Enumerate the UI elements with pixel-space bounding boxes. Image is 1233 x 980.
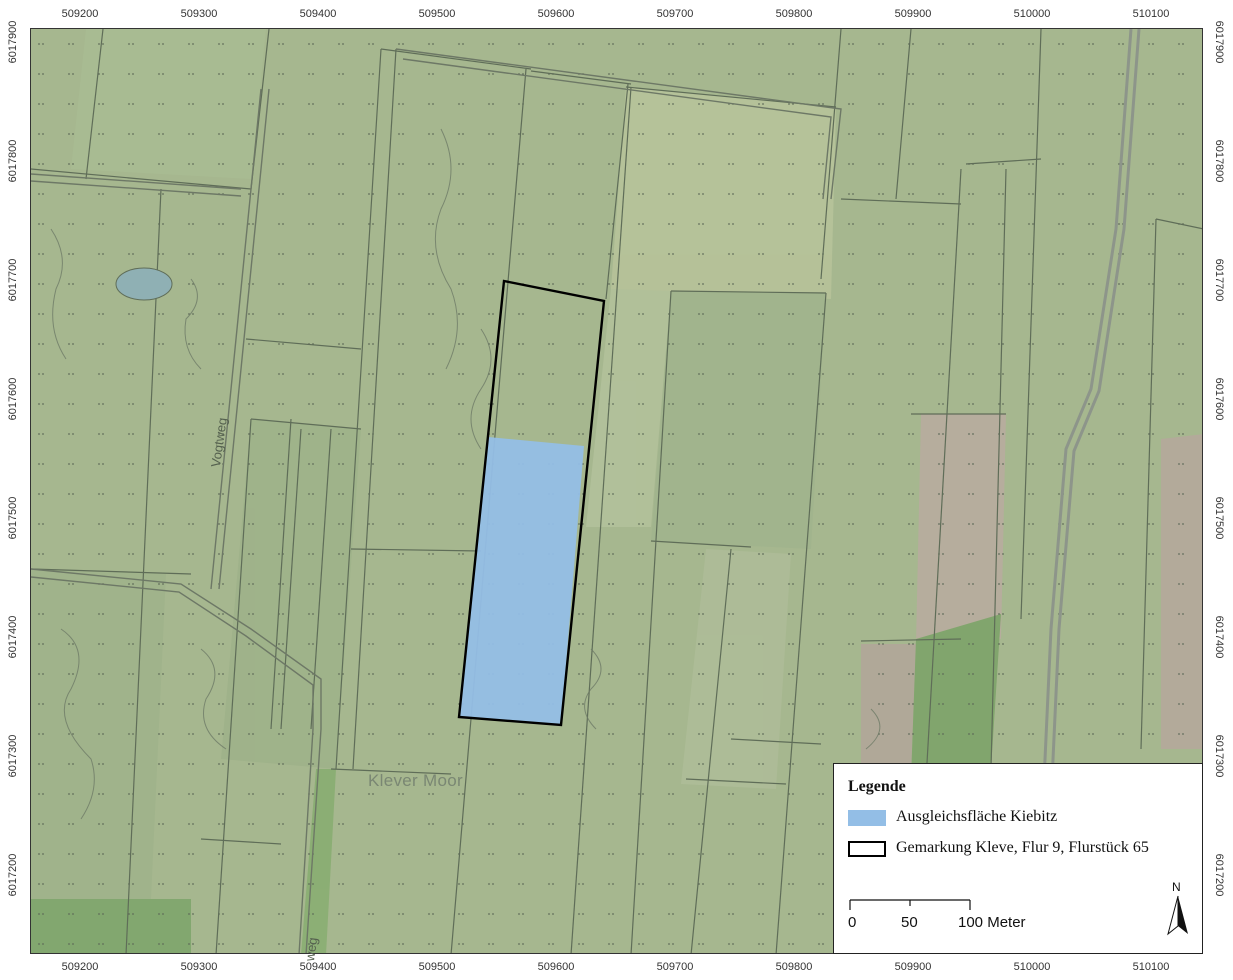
aerial-map-layer <box>31 29 1202 953</box>
north-letter: N <box>1172 880 1181 894</box>
legend-title: Legende <box>848 778 906 795</box>
legend: Legende Ausgleichsfläche Kiebitz Gemarku… <box>833 763 1203 954</box>
easting-label-bottom: 509900 <box>894 961 932 973</box>
easting-label-bottom: 509400 <box>299 961 337 973</box>
railway <box>1034 29 1141 953</box>
easting-label-top: 510100 <box>1132 8 1170 20</box>
pond <box>115 267 173 301</box>
scale-label-50: 50 <box>901 914 918 931</box>
legend-item-label: Gemarkung Kleve, Flur 9, Flurstück 65 <box>896 839 1149 856</box>
scale-label-0: 0 <box>848 914 857 931</box>
easting-label-bottom: 509800 <box>775 961 813 973</box>
easting-label-top: 510000 <box>1013 8 1051 20</box>
easting-label-bottom: 510000 <box>1013 961 1051 973</box>
contours <box>50 128 881 820</box>
easting-label-top: 509900 <box>894 8 932 20</box>
easting-label-top: 509300 <box>180 8 218 20</box>
legend-swatch-blue-fill <box>848 810 886 826</box>
flurstueck-65-outline <box>457 279 606 727</box>
scale-bar: 0 50 100 Meter <box>848 896 1048 936</box>
place-name: Klever Moor <box>368 771 463 790</box>
scale-label-100-meter: 100 Meter <box>958 914 1026 931</box>
easting-label-top: 509400 <box>299 8 337 20</box>
easting-label-bottom: 510100 <box>1132 961 1170 973</box>
easting-label-bottom: 509300 <box>180 961 218 973</box>
easting-label-top: 509200 <box>61 8 99 20</box>
easting-label-bottom: 509600 <box>537 961 575 973</box>
north-arrow-shape <box>1167 895 1188 936</box>
street-name-weg: weg <box>302 936 321 963</box>
north-arrow-icon: N <box>1164 880 1192 936</box>
map-canvas[interactable] <box>30 28 1203 954</box>
easting-label-bottom: 509200 <box>61 961 99 973</box>
easting-label-top: 509700 <box>656 8 694 20</box>
easting-label-top: 509500 <box>418 8 456 20</box>
scale-bar-graphic <box>849 899 971 910</box>
ausgleichsflaeche-kiebitz-area <box>459 437 584 725</box>
roads <box>31 48 842 953</box>
easting-label-bottom: 509700 <box>656 961 694 973</box>
field-boundaries <box>31 29 1202 953</box>
legend-swatch-black-outline <box>848 841 886 857</box>
legend-item-label: Ausgleichsfläche Kiebitz <box>896 808 1058 825</box>
easting-label-top: 509800 <box>775 8 813 20</box>
easting-label-top: 509600 <box>537 8 575 20</box>
easting-label-bottom: 509500 <box>418 961 456 973</box>
